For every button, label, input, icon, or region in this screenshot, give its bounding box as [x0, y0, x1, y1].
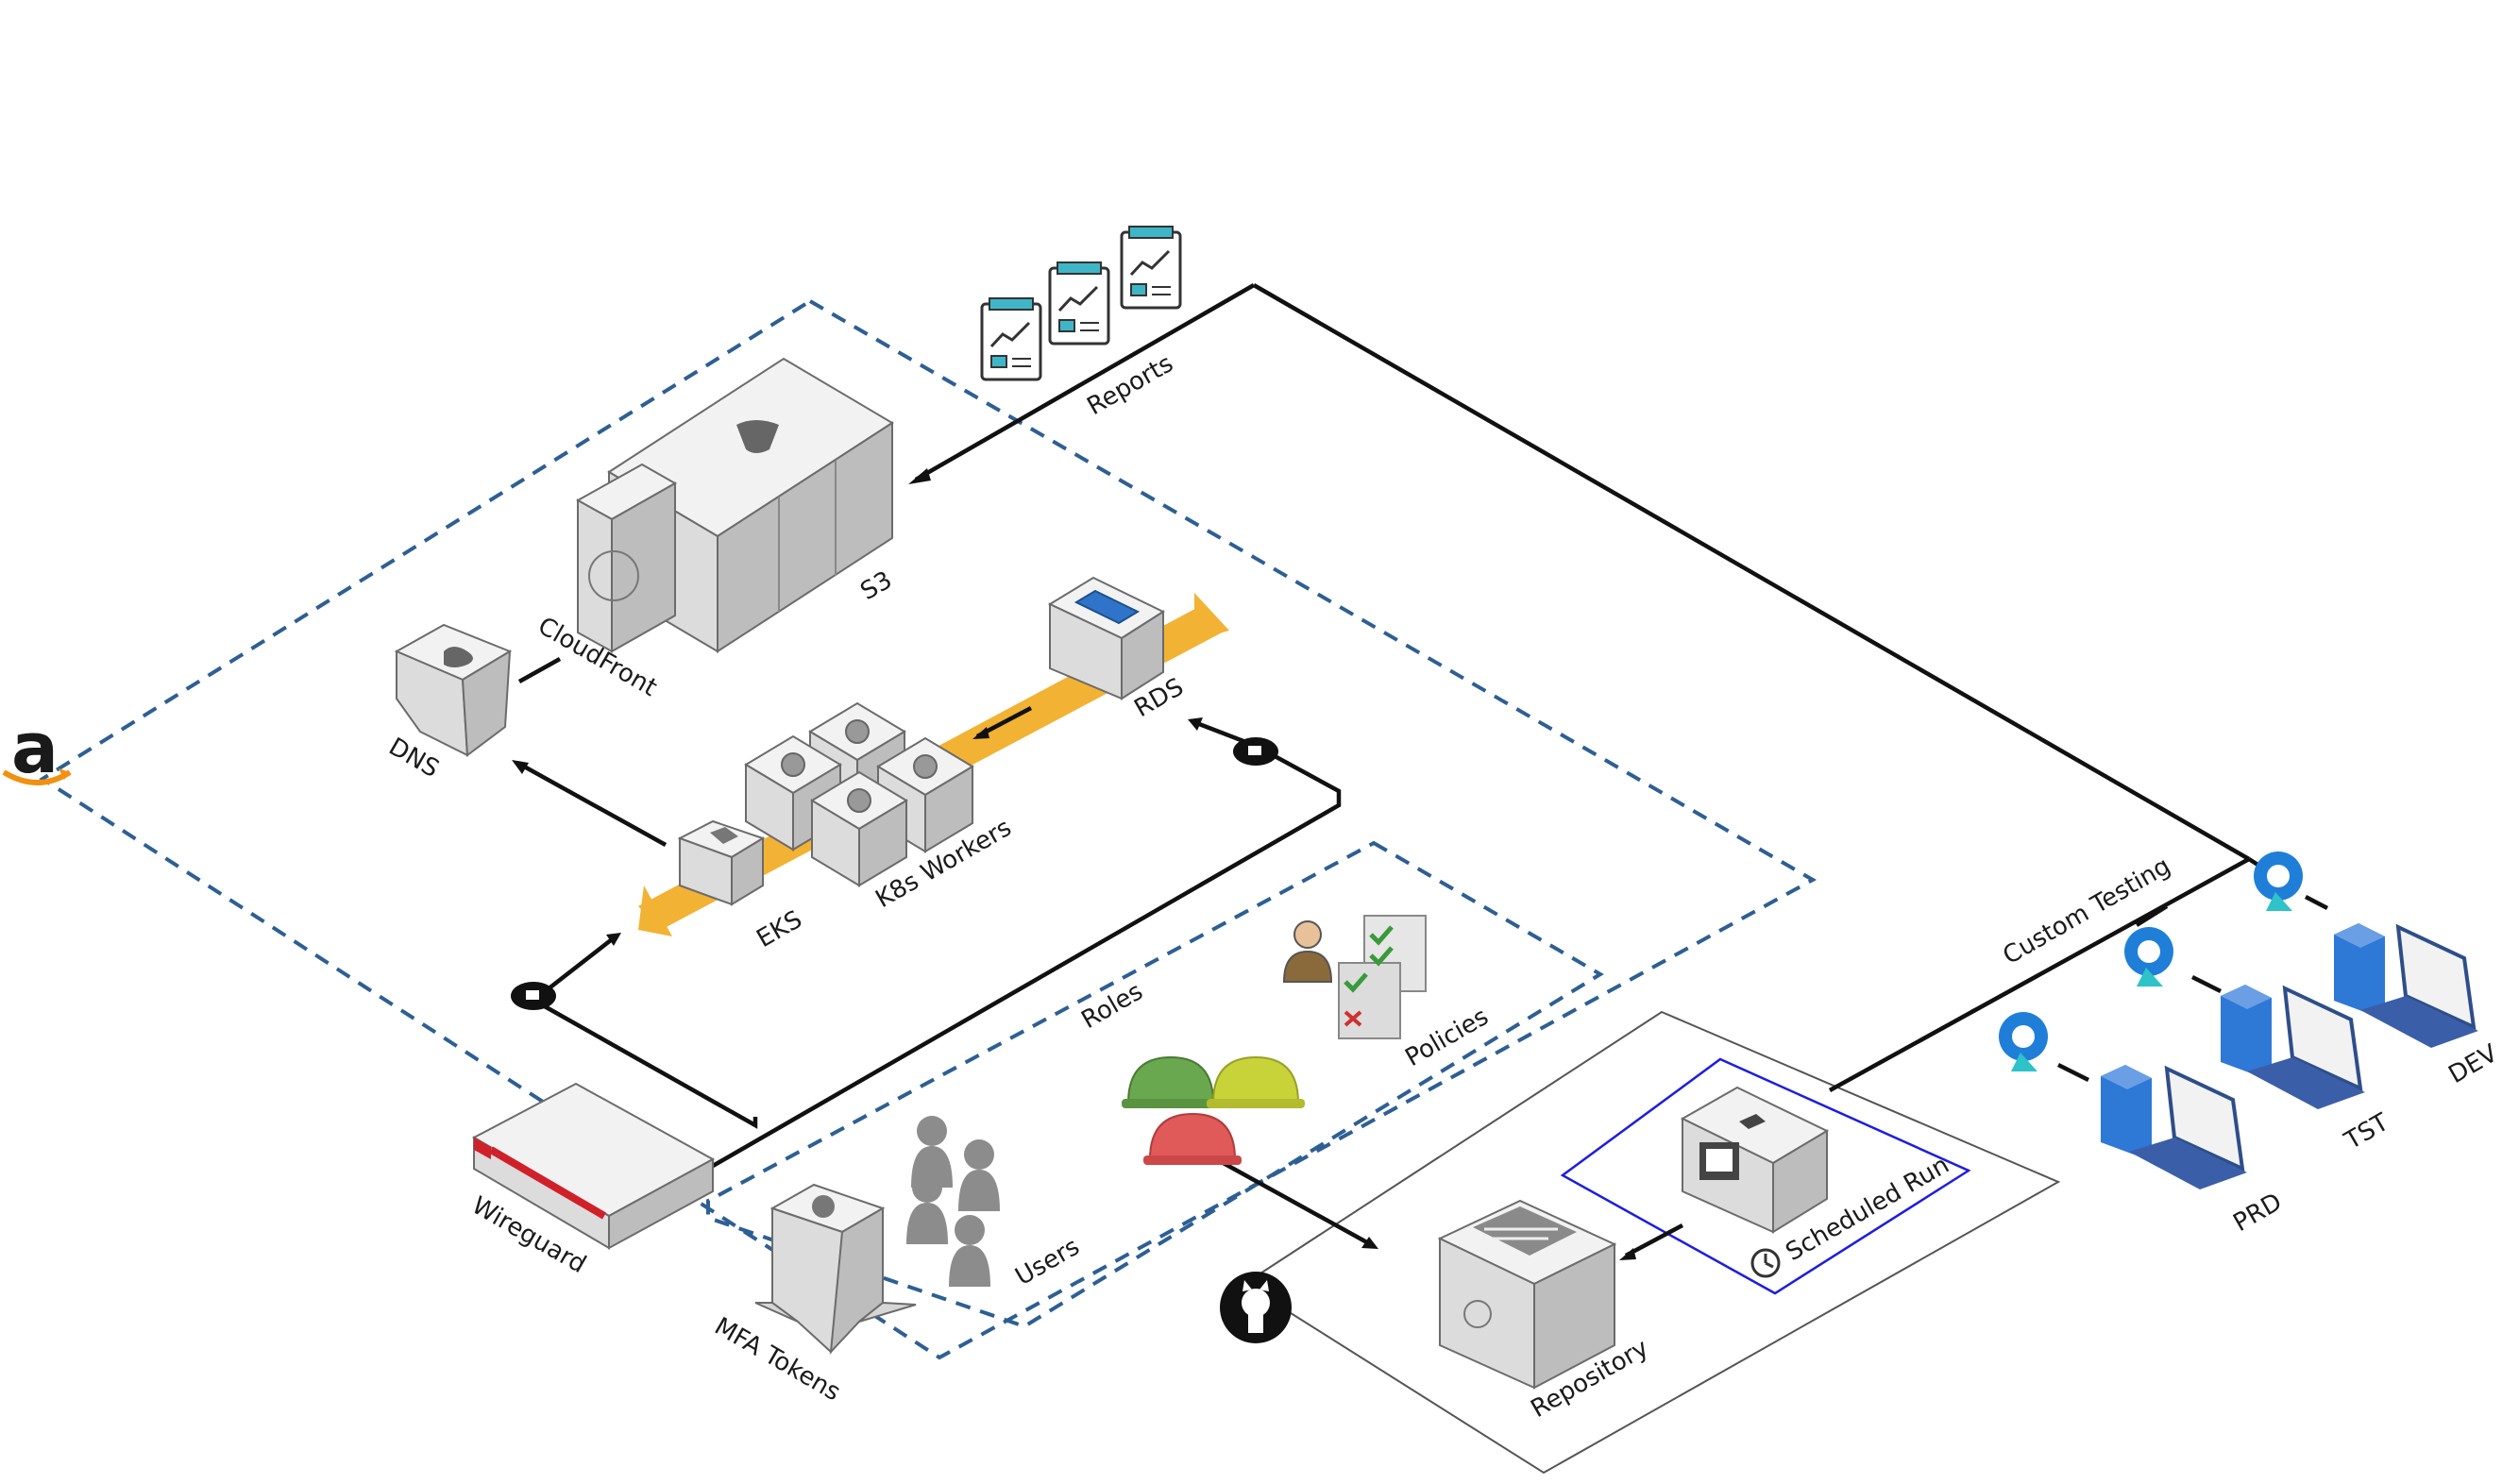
- roles-repository-line: [1218, 1159, 1376, 1248]
- clock-icon: [1750, 1248, 1781, 1278]
- azure-devops-icon: [1999, 852, 2303, 1071]
- dns-label: DNS: [384, 733, 444, 784]
- dev-environment-icon: [2334, 923, 2478, 1048]
- dev-label: DEV: [2444, 1039, 2503, 1089]
- policies-checklist-icon: [1338, 915, 1427, 1039]
- wireguard-appliance-icon: [471, 1082, 716, 1250]
- s3-label: S3: [856, 566, 898, 607]
- scheduled-repository-line: [1624, 1223, 1684, 1257]
- prd-label: PRD: [2229, 1188, 2288, 1238]
- github-zone: [1243, 1010, 2061, 1475]
- dns-icon: [394, 623, 513, 757]
- lock-icon: [511, 737, 1278, 1010]
- wireguard-rds-line: [711, 719, 1342, 1168]
- repository-icon: [1437, 1199, 1617, 1390]
- tst-environment-icon: [2221, 985, 2365, 1109]
- aws-zone: [39, 298, 1817, 1360]
- reports-line: [914, 283, 1256, 481]
- svg-text:a: a: [11, 708, 59, 789]
- roles-helmets-icon: [1122, 1055, 1305, 1165]
- azure-dev-arrow: [2304, 895, 2329, 910]
- github-logo-icon: [1220, 1272, 1292, 1343]
- azure-tst-arrow: [2190, 974, 2223, 994]
- roles-label: Roles: [1077, 977, 1148, 1035]
- eks-icon: [677, 819, 766, 906]
- cloudfront-dns-link: [517, 657, 562, 683]
- reports-label: Reports: [1083, 349, 1178, 421]
- eks-label: EKS: [752, 905, 807, 953]
- scheduled-run-frame: [1560, 1057, 1971, 1295]
- rds-database-icon: [1047, 576, 1166, 700]
- custom-testing-line: [1828, 857, 2251, 1092]
- s3-storage-icon: [575, 357, 894, 653]
- prd-environment-icon: [2101, 1065, 2247, 1189]
- report-document-icon: [980, 226, 1182, 381]
- scheduled-run-computer-icon: [1680, 1086, 1830, 1234]
- tst-label: TST: [2340, 1108, 2394, 1156]
- amazon-logo-icon: a: [2, 708, 72, 789]
- k8s-workers-icon: [744, 701, 974, 887]
- users-group-icon: [906, 1116, 1000, 1287]
- mfa-token-icon: [754, 1183, 917, 1355]
- azure-prd-arrow: [2056, 1062, 2090, 1083]
- policy-officer-icon: [1282, 920, 1333, 983]
- eks-dns-line: [516, 761, 668, 847]
- prd-line: [1970, 1007, 1977, 1015]
- main-trunk-line: [1252, 283, 2251, 861]
- tst-line: [2135, 904, 2169, 927]
